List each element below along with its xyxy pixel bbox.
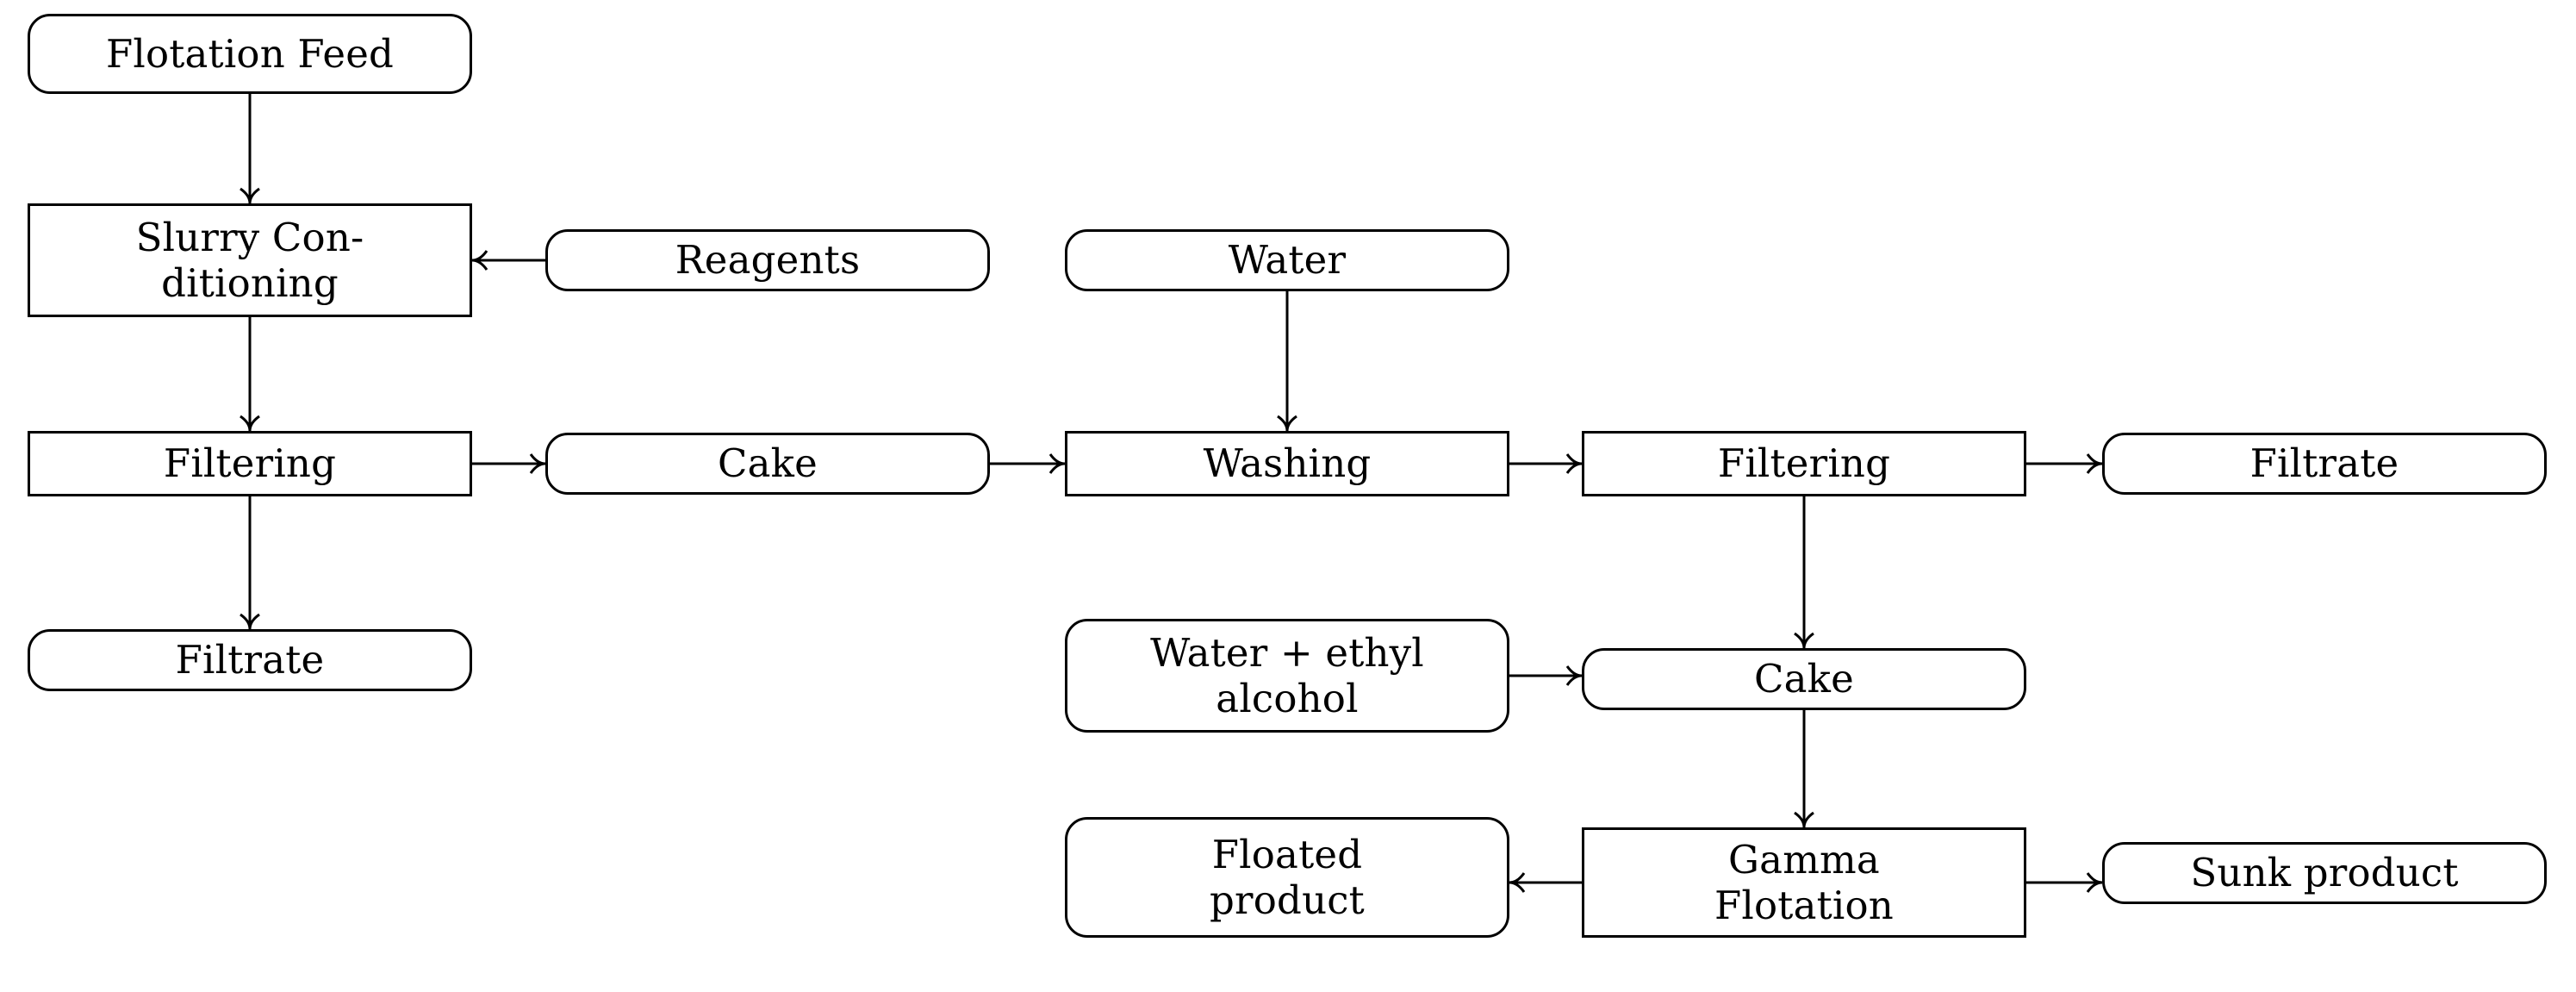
node-water_ethyl[interactable]: Water + ethyl alcohol (1065, 619, 1509, 733)
node-label-washing: Washing (1203, 440, 1372, 487)
node-label-sunk_product: Sunk product (2190, 850, 2459, 896)
edge-filtering_2-to-cake_2-arrowhead (1794, 632, 1814, 649)
node-washing[interactable]: Washing (1065, 431, 1509, 496)
node-label-filtering_2: Filtering (1717, 440, 1891, 487)
edge-cake_1-to-washing-arrowhead (1048, 453, 1066, 474)
node-label-filtrate_right: Filtrate (2249, 440, 2399, 487)
node-label-floated_product: Floated product (1210, 831, 1365, 923)
node-slurry_cond[interactable]: Slurry Con- ditioning (28, 203, 472, 317)
node-label-gamma_flotation: Gamma Flotation (1714, 836, 1894, 928)
edge-filtering_1-to-filtrate_left-arrowhead (240, 613, 260, 630)
node-label-filtrate_left: Filtrate (175, 637, 325, 683)
node-label-water_ethyl: Water + ethyl alcohol (1150, 629, 1424, 721)
node-label-reagents: Reagents (675, 237, 861, 284)
node-gamma_flotation[interactable]: Gamma Flotation (1582, 827, 2026, 938)
node-label-flotation_feed: Flotation Feed (105, 30, 395, 77)
node-cake_2[interactable]: Cake (1582, 648, 2026, 710)
edge-flotation_feed-to-slurry_cond-arrowhead (240, 187, 260, 204)
edge-water-to-washing-arrowhead (1277, 415, 1297, 432)
edge-gamma_flotation-to-sunk_product-arrowhead (2086, 872, 2103, 893)
edge-filtering_1-to-cake_1-arrowhead (529, 453, 546, 474)
node-cake_1[interactable]: Cake (545, 433, 990, 495)
edge-washing-to-filtering_2-arrowhead (1565, 453, 1583, 474)
node-label-cake_1: Cake (718, 440, 818, 487)
node-filtrate_right[interactable]: Filtrate (2102, 433, 2547, 495)
node-filtrate_left[interactable]: Filtrate (28, 629, 472, 691)
node-reagents[interactable]: Reagents (545, 229, 990, 291)
node-flotation_feed[interactable]: Flotation Feed (28, 14, 472, 94)
node-label-filtering_1: Filtering (163, 440, 337, 487)
node-label-slurry_cond: Slurry Con- ditioning (135, 214, 364, 306)
edge-cake_2-to-gamma_flotation-arrowhead (1794, 811, 1814, 828)
node-label-cake_2: Cake (1754, 656, 1854, 702)
node-label-water: Water (1228, 237, 1347, 284)
node-filtering_1[interactable]: Filtering (28, 431, 472, 496)
edge-gamma_flotation-to-floated_product-arrowhead (1509, 872, 1526, 893)
edge-filtering_2-to-filtrate_right-arrowhead (2086, 453, 2103, 474)
node-filtering_2[interactable]: Filtering (1582, 431, 2026, 496)
node-water[interactable]: Water (1065, 229, 1509, 291)
edge-water_ethyl-to-cake_2-arrowhead (1565, 665, 1583, 686)
node-sunk_product[interactable]: Sunk product (2102, 842, 2547, 904)
node-floated_product[interactable]: Floated product (1065, 817, 1509, 938)
edge-reagents-to-slurry_cond-arrowhead (471, 250, 488, 271)
edge-slurry_cond-to-filtering_1-arrowhead (240, 415, 260, 432)
